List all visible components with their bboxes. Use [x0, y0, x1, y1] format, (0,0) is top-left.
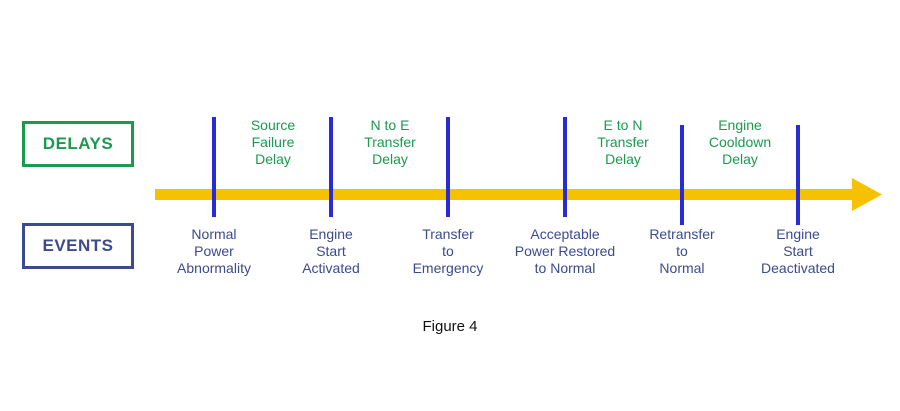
figure-caption: Figure 4	[422, 318, 478, 335]
delay-label-e-to-n-transfer: E to N Transfer Delay	[597, 117, 649, 167]
delay-label-source-failure: Source Failure Delay	[250, 117, 296, 167]
event-label-engine-start-deactivated: Engine Start Deactivated	[761, 226, 835, 276]
event-label-transfer-to-emergency: Transfer to Emergency	[412, 226, 484, 276]
delay-label-engine-cooldown: Engine Cooldown Delay	[708, 117, 772, 167]
event-label-acceptable-power-restored: Acceptable Power Restored to Normal	[514, 226, 616, 276]
event-label-normal-power-abnormality: Normal Power Abnormality	[177, 226, 251, 276]
event-label-retransfer-to-normal: Retransfer to Normal	[649, 226, 715, 276]
delay-label-n-to-e-transfer: N to E Transfer Delay	[364, 117, 416, 167]
delays-legend-label: DELAYS	[42, 134, 114, 153]
events-legend-label: EVENTS	[42, 236, 114, 255]
timeline-arrow-head	[852, 178, 882, 211]
timeline-arrow-shaft	[155, 189, 857, 200]
event-label-engine-start-activated: Engine Start Activated	[302, 226, 360, 276]
delays-legend-box: DELAYS	[22, 121, 134, 167]
events-legend-box: EVENTS	[22, 223, 134, 269]
